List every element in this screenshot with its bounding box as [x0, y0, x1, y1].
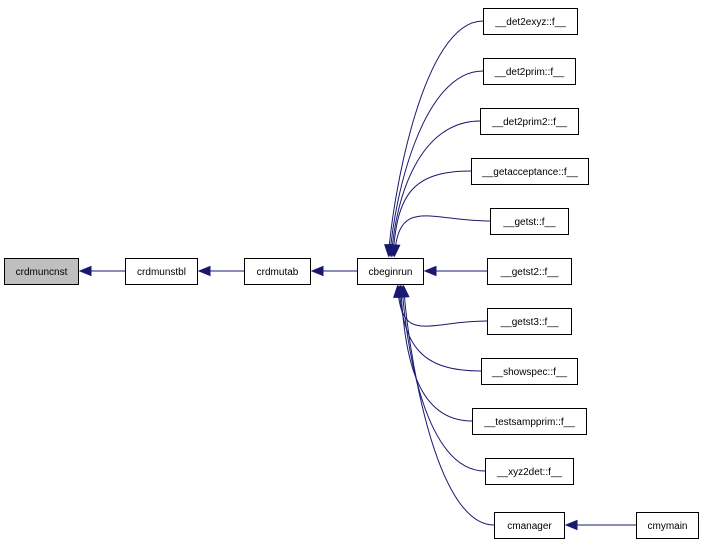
edge-cmanager-to-cbeginrun — [403, 285, 495, 526]
edge-det2prim-to-cbeginrun — [389, 70, 484, 257]
node-label-cmanager: cmanager — [507, 521, 552, 532]
node-crdmutab[interactable]: crdmutab — [244, 258, 311, 285]
node-label-crdmuncnst: crdmuncnst — [16, 267, 68, 278]
arrowhead-cmanager-to-cbeginrun — [399, 284, 410, 298]
node-box-getst[interactable] — [490, 208, 569, 235]
node-box-cbeginrun[interactable] — [357, 258, 424, 285]
node-crdmunstbl[interactable]: crdmunstbl — [125, 258, 198, 285]
edge-showspec-to-cbeginrun — [398, 285, 482, 372]
node-getacceptance[interactable]: __getacceptance::f__ — [471, 158, 589, 185]
node-getst[interactable]: __getst::f__ — [490, 208, 569, 235]
edge-getacceptance-to-cbeginrun — [392, 170, 472, 257]
node-det2exyz[interactable]: __det2exyz::f__ — [483, 8, 578, 35]
node-xyz2det[interactable]: __xyz2det::f__ — [485, 458, 574, 485]
edge-det2exyz-to-cbeginrun — [388, 20, 484, 257]
node-cbeginrun[interactable]: cbeginrun — [357, 258, 424, 285]
edge-getst-to-cbeginrun — [394, 215, 491, 257]
node-label-getst3: __getst3::f__ — [500, 317, 559, 328]
node-box-getst2[interactable] — [487, 258, 572, 285]
arrowhead-cmymain-to-cmanager — [564, 519, 578, 531]
edges-layer — [78, 20, 636, 531]
node-box-showspec[interactable] — [481, 358, 578, 385]
edge-det2prim2-to-cbeginrun — [391, 120, 481, 257]
arrowhead-getst2-to-cbeginrun — [423, 265, 437, 277]
node-box-det2exyz[interactable] — [483, 8, 578, 35]
node-box-getacceptance[interactable] — [471, 158, 589, 185]
node-cmymain[interactable]: cmymain — [636, 512, 699, 539]
node-showspec[interactable]: __showspec::f__ — [481, 358, 578, 385]
node-box-crdmuncnst[interactable] — [4, 258, 79, 285]
node-box-cmymain[interactable] — [636, 512, 699, 539]
node-label-showspec: __showspec::f__ — [491, 367, 567, 378]
node-box-getst3[interactable] — [487, 308, 572, 335]
node-box-det2prim[interactable] — [483, 58, 576, 85]
node-label-testsampprim: __testsampprim::f__ — [483, 417, 575, 428]
arrowhead-crdmunstbl-to-crdmuncnst — [78, 265, 92, 277]
node-label-getacceptance: __getacceptance::f__ — [481, 167, 578, 178]
nodes-layer: crdmuncnst crdmunstbl crdmutab cbeginrun __d… — [4, 8, 699, 539]
node-label-det2prim: __det2prim::f__ — [494, 67, 565, 78]
arrowhead-crdmutab-to-crdmunstbl — [197, 265, 211, 277]
node-det2prim[interactable]: __det2prim::f__ — [483, 58, 576, 85]
node-box-crdmunstbl[interactable] — [125, 258, 198, 285]
node-label-crdmunstbl: crdmunstbl — [137, 267, 186, 278]
edge-testsampprim-to-cbeginrun — [400, 285, 473, 422]
node-label-cmymain: cmymain — [647, 521, 687, 532]
node-box-testsampprim[interactable] — [472, 408, 587, 435]
node-label-xyz2det: __xyz2det::f__ — [496, 467, 562, 478]
arrowhead-cbeginrun-to-crdmutab — [310, 265, 324, 277]
node-testsampprim[interactable]: __testsampprim::f__ — [472, 408, 587, 435]
node-label-getst: __getst::f__ — [502, 217, 556, 228]
node-label-cbeginrun: cbeginrun — [369, 267, 413, 278]
node-box-xyz2det[interactable] — [485, 458, 574, 485]
edge-getst3-to-cbeginrun — [397, 285, 488, 327]
node-getst2[interactable]: __getst2::f__ — [487, 258, 572, 285]
node-label-crdmutab: crdmutab — [257, 267, 299, 278]
node-det2prim2[interactable]: __det2prim2::f__ — [480, 108, 579, 135]
node-crdmuncnst[interactable]: crdmuncnst — [4, 258, 79, 285]
node-box-det2prim2[interactable] — [480, 108, 579, 135]
node-label-det2exyz: __det2exyz::f__ — [494, 17, 566, 28]
node-cmanager[interactable]: cmanager — [494, 512, 565, 539]
node-box-cmanager[interactable] — [494, 512, 565, 539]
node-label-getst2: __getst2::f__ — [500, 267, 559, 278]
edge-xyz2det-to-cbeginrun — [401, 285, 486, 472]
arrowhead-getst-to-cbeginrun — [390, 244, 401, 258]
node-box-crdmutab[interactable] — [244, 258, 311, 285]
node-label-det2prim2: __det2prim2::f__ — [491, 117, 567, 128]
node-getst3[interactable]: __getst3::f__ — [487, 308, 572, 335]
